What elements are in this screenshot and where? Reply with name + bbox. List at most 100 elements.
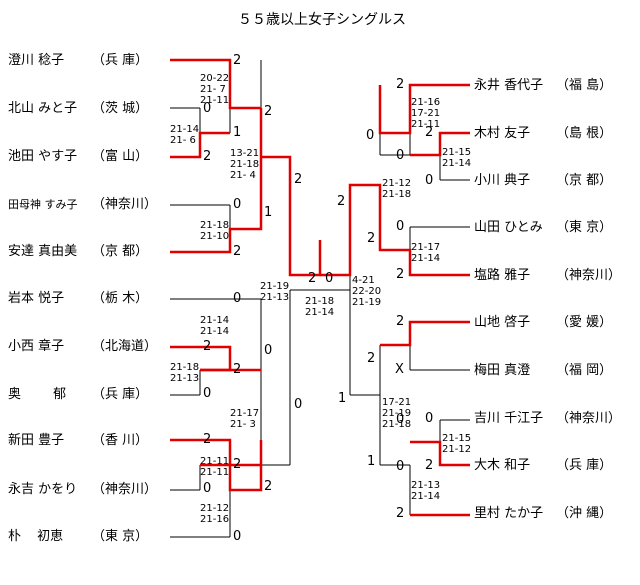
player-name: 安達 真由美 [8, 244, 78, 259]
match-score: 21-18 21-10 [200, 220, 230, 242]
player-pref: （沖 縄） [556, 506, 613, 521]
player-name: 梅田 真澄 [474, 363, 531, 378]
round-result: 2 [203, 339, 212, 354]
player-pref: （神奈川） [556, 411, 622, 426]
player-pref: （茨 城） [92, 101, 149, 116]
round-result: 2 [203, 432, 212, 447]
round-result: 2 [203, 149, 212, 164]
round-result: X [395, 362, 404, 377]
match-score: 21-15 21-12 [442, 433, 472, 455]
round-result: 0 [396, 148, 405, 163]
player-name: 永井 香代子 [474, 78, 544, 93]
player-pref: （神奈川） [92, 197, 158, 212]
player-pref: （兵 庫） [92, 387, 149, 402]
round-result: 2 [294, 172, 303, 187]
player-pref: （愛 媛） [556, 315, 613, 330]
round-result: 2 [396, 267, 405, 282]
round-result: 2 [264, 479, 273, 494]
round-result: 2 [367, 351, 376, 366]
player-name: 永吉 かをり [8, 482, 78, 497]
player-pref: （富 山） [92, 149, 149, 164]
player-name: 田母神 すみ子 [8, 198, 78, 211]
match-score: 21-18 21-13 [170, 362, 200, 384]
round-result: 0 [264, 343, 273, 358]
round-result: 0 [396, 459, 405, 474]
match-score: 21-15 21-14 [442, 147, 472, 169]
player-pref: （兵 庫） [92, 53, 149, 68]
player-pref: （福 島） [556, 78, 613, 93]
player-name: 塩路 雅子 [474, 268, 531, 283]
match-score: 21-11 21-11 [200, 456, 230, 478]
match-score: 21-14 21-14 [200, 315, 230, 337]
round-result: 1 [264, 205, 273, 220]
player-pref: （栃 木） [92, 291, 149, 306]
round-result: 2 [233, 53, 242, 68]
match-score: 21-17 21- 3 [230, 408, 260, 430]
match-score: 21-12 21-16 [200, 503, 230, 525]
round-result: 1 [233, 125, 242, 140]
round-result: 2 [337, 194, 346, 209]
bracket-lines-red [170, 58, 470, 517]
round-result: 2 [425, 458, 434, 473]
player-name: 北山 みと子 [8, 101, 78, 116]
round-result: 2 [396, 506, 405, 521]
round-result: 0 [233, 197, 242, 212]
match-score: 21-18 21-14 [305, 296, 335, 318]
player-name: 里村 たか子 [474, 506, 544, 521]
player-pref: （福 岡） [556, 363, 613, 378]
player-pref: （兵 庫） [556, 458, 613, 473]
player-pref: （東 京） [92, 529, 149, 544]
round-result: 0 [203, 481, 212, 496]
bracket-lines-black [170, 60, 470, 538]
round-result: 0 [294, 397, 303, 412]
round-result: 2 [233, 244, 242, 259]
round-result: 2 [308, 271, 317, 286]
player-pref: （東 京） [556, 220, 613, 235]
player-pref: （島 根） [556, 126, 613, 141]
player-name: 木村 友子 [474, 126, 531, 141]
round-result: 2 [233, 362, 242, 377]
round-result: 2 [396, 314, 405, 329]
match-score: 21-14 21- 6 [170, 124, 200, 146]
match-score: 17-21 21-19 21-18 [382, 397, 412, 430]
round-result: 2 [233, 457, 242, 472]
round-result: 0 [425, 173, 434, 188]
player-name: 山地 啓子 [474, 315, 531, 330]
player-name: 池田 やす子 [8, 149, 78, 164]
round-result: 1 [338, 391, 347, 406]
round-result: 0 [203, 101, 212, 116]
player-name: 澄川 稔子 [8, 53, 65, 68]
player-name: 山田 ひとみ [474, 220, 543, 235]
round-result: 1 [367, 454, 376, 469]
match-score: 21-13 21-14 [411, 480, 441, 502]
player-pref: （京 都） [556, 173, 613, 188]
match-score: 13-21 21-18 21- 4 [230, 148, 260, 181]
round-result: 2 [264, 104, 273, 119]
player-name: 大木 和子 [474, 458, 531, 473]
match-score: 21-17 21-14 [411, 242, 441, 264]
round-result: 2 [396, 77, 405, 92]
player-name: 小西 章子 [8, 339, 65, 354]
player-name: 新田 豊子 [8, 433, 65, 448]
round-result: 2 [425, 125, 434, 140]
player-name: 奥 郁 [8, 387, 67, 402]
match-score: 21-16 17-21 21-11 [411, 97, 441, 130]
match-score: 21-12 21-18 [382, 178, 412, 200]
round-result: 0 [396, 412, 405, 427]
player-pref: （神奈川） [556, 268, 622, 283]
round-result: 0 [203, 386, 212, 401]
player-name: 吉川 千江子 [474, 411, 544, 426]
round-result: 0 [233, 529, 242, 544]
round-result: 0 [396, 219, 405, 234]
round-result: 0 [233, 291, 242, 306]
player-name: 岩本 悦子 [8, 291, 65, 306]
player-pref: （香 川） [92, 433, 149, 448]
match-score: 21-19 21-13 [260, 281, 290, 303]
round-result: 0 [366, 128, 375, 143]
player-pref: （北海道） [92, 339, 158, 354]
player-pref: （京 都） [92, 244, 149, 259]
round-result: 0 [325, 271, 334, 286]
player-name: 朴 初恵 [8, 529, 64, 544]
round-result: 0 [425, 411, 434, 426]
